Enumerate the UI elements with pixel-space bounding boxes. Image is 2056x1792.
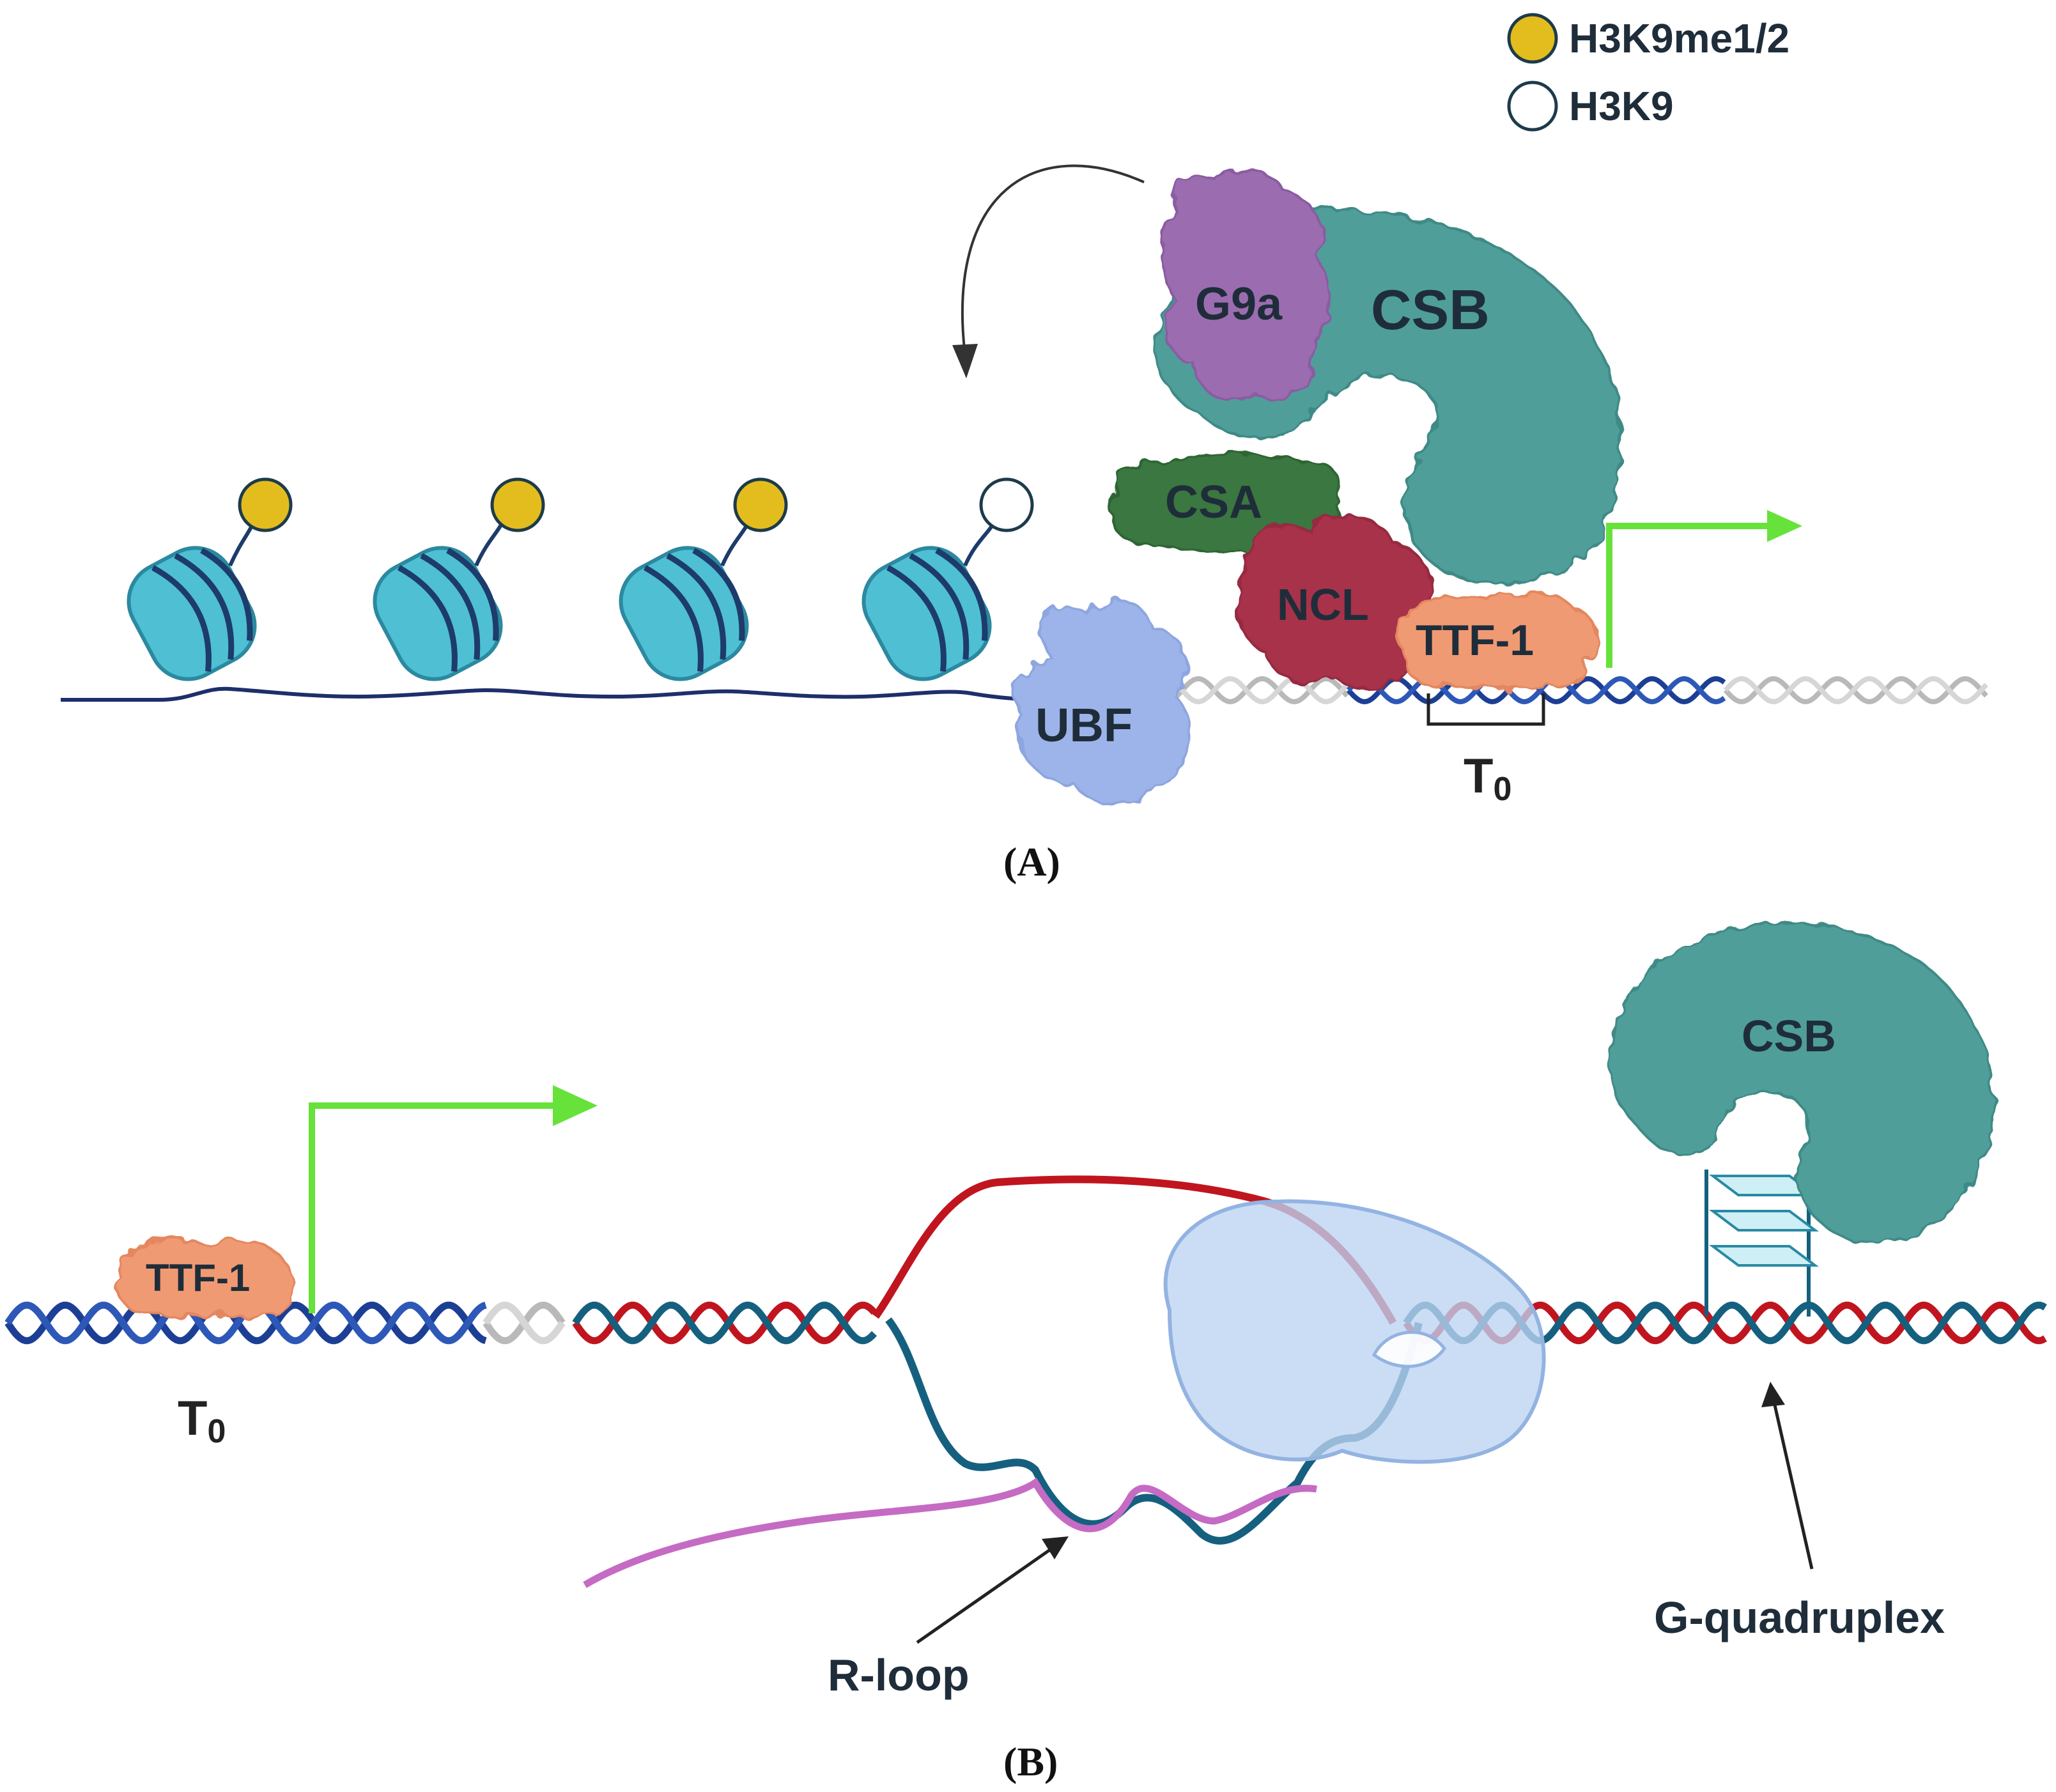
legend-marker-unmethylated (1507, 81, 1558, 132)
rloop-arrowhead (1042, 1536, 1069, 1559)
panel-a-caption: (A) (1003, 839, 1060, 884)
helix-a-gray-right-strand-2 (1724, 676, 1988, 705)
rna-strand (583, 1478, 1317, 1588)
helix-b-blue-strand-1 (4, 1301, 487, 1345)
csa-label: CSA (1165, 477, 1262, 528)
helix-b-left-red-strand-1 (572, 1301, 877, 1345)
h3k9me-mark-1 (238, 477, 293, 532)
legend-label-unmethylated: H3K9 (1569, 83, 1674, 129)
helix-a-blue-strand-2 (1347, 676, 1726, 705)
promoter-arrowhead-b (553, 1085, 598, 1126)
csb-protein-b: CSB (1609, 922, 1995, 1244)
panel-a: T0 UBF CSB G9a CSA NCL (61, 164, 1988, 884)
g4-arrow (1772, 1399, 1814, 1570)
helix-a-gray-right-strand-1 (1724, 676, 1988, 705)
g4-label: G-quadruplex (1654, 1593, 1945, 1642)
promoter-arrow-a (1606, 523, 1770, 668)
ncl-label: NCL (1277, 580, 1369, 630)
rloop-label: R-loop (828, 1650, 970, 1700)
nucleosome-3 (619, 546, 749, 681)
nucleosome-1 (127, 546, 257, 681)
helix-b-gray-strand-2 (483, 1301, 566, 1345)
ubf-protein: UBF (1014, 599, 1191, 805)
g-quadruplex (1704, 1170, 1819, 1317)
linker-dna (61, 686, 1049, 702)
panel-b-caption: (B) (1003, 1739, 1058, 1784)
ttf1-label-b: TTF-1 (146, 1256, 250, 1299)
ttf1-protein-b: TTF-1 (117, 1239, 295, 1319)
legend-marker-methylated (1507, 13, 1558, 64)
methylation-arrow (961, 164, 1145, 355)
t0-label-b: T0 (178, 1391, 226, 1450)
h3k9me-mark-3 (733, 477, 788, 532)
t0-label-a: T0 (1464, 749, 1511, 808)
csb-label-a: CSB (1371, 278, 1490, 341)
csb-label-b: CSB (1742, 1011, 1836, 1061)
legend: H3K9me1/2 H3K9 (1507, 13, 1789, 132)
g9a-label: G9a (1195, 279, 1283, 330)
rloop-arrow (916, 1545, 1056, 1644)
nucleosome-2 (373, 546, 503, 681)
h3k9me-mark-2 (490, 477, 545, 532)
legend-label-methylated: H3K9me1/2 (1569, 15, 1789, 61)
ttf1-label-a: TTF-1 (1416, 616, 1534, 665)
g4-arrowhead (1761, 1382, 1785, 1407)
promoter-arrowhead-a (1767, 510, 1802, 542)
nucleosome-4 (862, 546, 992, 681)
helix-a-gray-left-strand-2 (1148, 676, 1349, 705)
t0-bracket (1426, 693, 1545, 726)
ttf1-protein-a: TTF-1 (1396, 591, 1598, 691)
rna-polymerase (1163, 1199, 1546, 1464)
h3k9-unmodified-mark (979, 477, 1034, 532)
promoter-arrow-b (309, 1102, 556, 1313)
helix-b-left-red-strand-2 (572, 1301, 877, 1345)
panel-b: TTF-1 T0 CSB R-loop G-qua (4, 922, 2047, 1784)
ubf-label: UBF (1035, 699, 1132, 752)
g9a-protein: G9a (1160, 167, 1330, 401)
methylation-arrowhead (952, 344, 978, 378)
